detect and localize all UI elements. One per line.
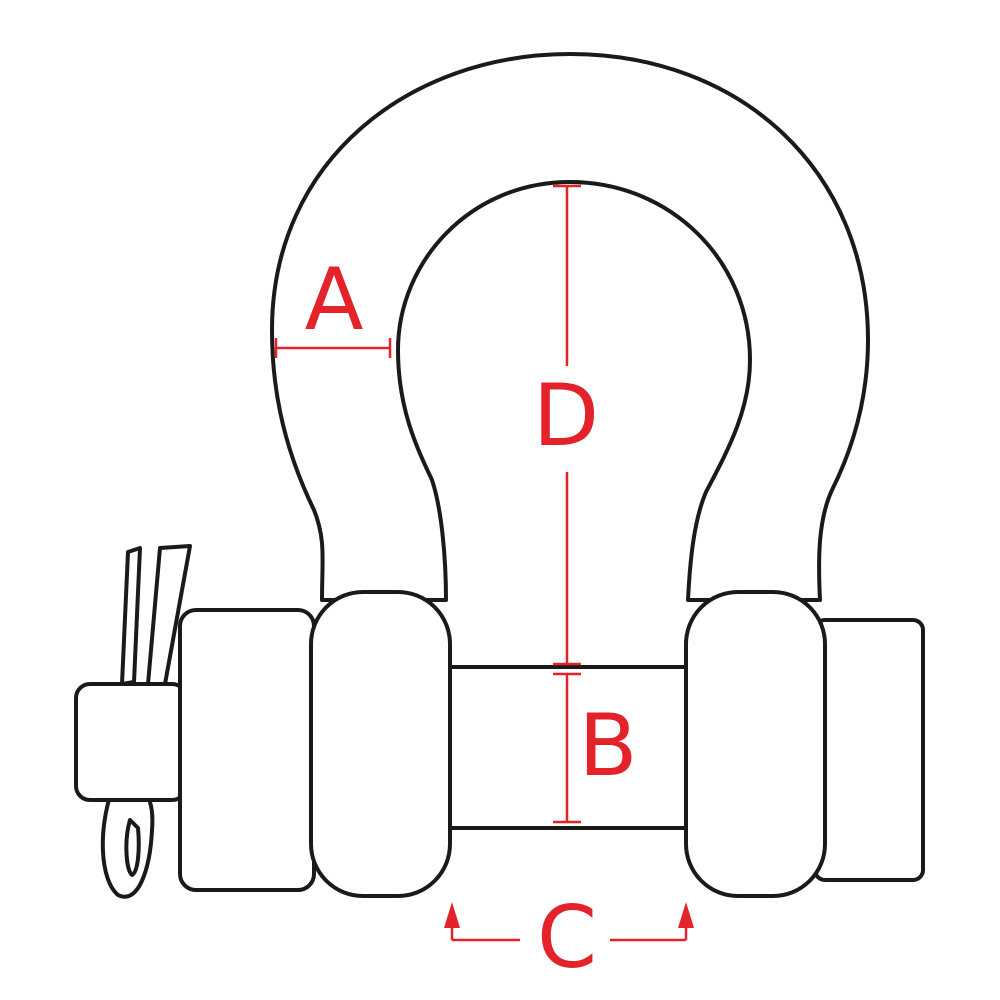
bow-ear-left (309, 590, 452, 898)
dimension-a-label: A (305, 250, 364, 350)
cotter-pin-loop-inner (124, 818, 141, 877)
shackle-bow (270, 52, 870, 602)
nut-left (178, 608, 316, 892)
cotter-pin-leg-left (120, 546, 142, 686)
dimension-a: A (274, 250, 392, 358)
bolt-head-right (813, 618, 925, 882)
pin-end (74, 682, 188, 802)
dimension-b: B (553, 672, 638, 824)
dimension-c-arrow-left (444, 902, 460, 928)
dimension-c-label: C (537, 888, 597, 988)
dimension-d: D (533, 184, 599, 666)
bow-ear-right (684, 590, 827, 898)
dimension-d-label: D (533, 366, 599, 466)
dimension-c-arrow-right (678, 902, 694, 928)
cotter-pin (100, 544, 192, 899)
dimension-b-label: B (579, 696, 638, 796)
dimension-c: C (444, 888, 694, 988)
